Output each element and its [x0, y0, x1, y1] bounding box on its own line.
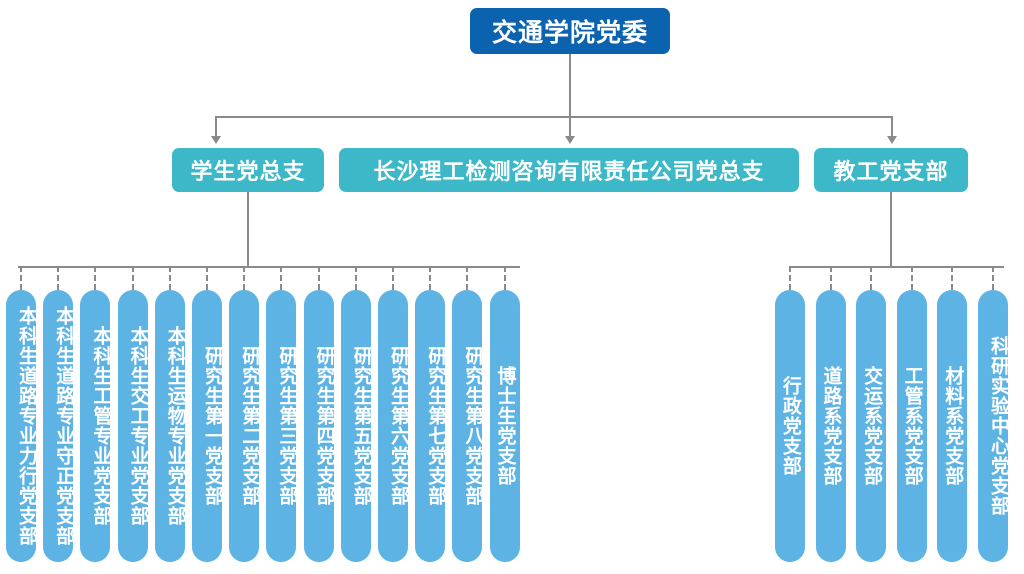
- leaf-student-12[interactable]: 研究生第八党支部: [452, 290, 483, 562]
- connector-drop-company-branch: [569, 116, 571, 138]
- leaf-label: 研究生第一党支部: [202, 346, 222, 506]
- leaf-faculty-5[interactable]: 科研实验中心党支部: [978, 290, 1008, 562]
- connector-dashed-student-6: [243, 266, 246, 290]
- connector-dashed-student-12: [466, 266, 469, 290]
- leaf-faculty-2[interactable]: 交运系党支部: [856, 290, 887, 562]
- connector-student-stem: [247, 192, 249, 267]
- connector-drop-student-branch: [215, 116, 217, 138]
- leaf-student-8[interactable]: 研究生第四党支部: [303, 290, 334, 562]
- leaf-label: 本科生运物专业党支部: [164, 326, 185, 526]
- leaf-label: 科研实验中心党支部: [988, 336, 1008, 516]
- leaf-student-11[interactable]: 研究生第七党支部: [415, 290, 446, 562]
- arrow-student-branch: [211, 136, 221, 144]
- leaf-faculty-3[interactable]: 工管系党支部: [896, 290, 927, 562]
- leaf-label: 本科生工管专业党支部: [90, 326, 111, 526]
- leaf-student-1[interactable]: 本科生道路专业守正党支部: [43, 290, 74, 562]
- leaf-label: 研究生第四党支部: [313, 346, 334, 506]
- leaf-label: 道路系党支部: [820, 366, 842, 486]
- connector-dashed-student-10: [392, 266, 394, 290]
- connector-dashed-faculty-5: [992, 266, 994, 290]
- connector-dashed-student-9: [354, 266, 357, 290]
- connector-dashed-student-4: [168, 266, 171, 290]
- leaf-student-7[interactable]: 研究生第三党支部: [266, 290, 297, 562]
- connector-dashed-faculty-2: [870, 266, 873, 290]
- leaf-label: 行政党支部: [779, 376, 801, 476]
- connector-dashed-student-1: [57, 266, 60, 290]
- node-student-party-branch[interactable]: 学生党总支: [172, 148, 324, 192]
- leaf-student-2[interactable]: 本科生工管专业党支部: [80, 290, 111, 562]
- connector-dashed-student-13: [503, 266, 506, 290]
- connector-dashed-faculty-1: [829, 266, 832, 290]
- node-root-party-committee[interactable]: 交通学院党委: [470, 8, 670, 54]
- connector-dashed-student-7: [280, 266, 283, 290]
- connector-level2-bus: [215, 116, 892, 118]
- leaf-label: 工管系党支部: [901, 366, 923, 486]
- connector-faculty-bus: [790, 266, 1004, 268]
- leaf-student-10[interactable]: 研究生第六党支部: [378, 290, 408, 562]
- leaf-label: 研究生第六党支部: [388, 346, 408, 506]
- node-faculty-party-branch-label: 教工党支部: [833, 159, 949, 184]
- leaf-student-5[interactable]: 研究生第一党支部: [192, 290, 222, 562]
- leaf-faculty-4[interactable]: 材料系党支部: [937, 290, 968, 562]
- connector-dashed-student-5: [206, 266, 208, 290]
- leaf-student-6[interactable]: 研究生第二党支部: [229, 290, 260, 562]
- connector-student-bus: [18, 266, 520, 268]
- leaf-label: 研究生第二党支部: [239, 346, 260, 506]
- leaf-label: 研究生第五党支部: [350, 346, 371, 506]
- node-company-party-branch-label: 长沙理工检测咨询有限责任公司党总支: [373, 159, 765, 184]
- connector-dashed-student-3: [131, 266, 134, 290]
- connector-dashed-student-8: [317, 266, 320, 290]
- leaf-student-9[interactable]: 研究生第五党支部: [340, 290, 371, 562]
- leaf-faculty-1[interactable]: 道路系党支部: [815, 290, 846, 562]
- leaf-label: 本科生交工专业党支部: [127, 326, 148, 526]
- leaf-label: 本科生道路专业力行党支部: [16, 306, 36, 546]
- leaf-faculty-0[interactable]: 行政党支部: [775, 290, 805, 562]
- leaf-label: 材料系党支部: [942, 366, 964, 486]
- connector-dashed-faculty-4: [951, 266, 954, 290]
- arrow-faculty-branch: [887, 136, 897, 144]
- node-faculty-party-branch[interactable]: 教工党支部: [814, 148, 968, 192]
- leaf-student-3[interactable]: 本科生交工专业党支部: [117, 290, 148, 562]
- connector-dashed-student-0: [20, 266, 22, 290]
- connector-dashed-student-2: [94, 266, 97, 290]
- leaf-label: 交运系党支部: [861, 366, 883, 486]
- connector-dashed-student-11: [429, 266, 432, 290]
- connector-dashed-faculty-3: [910, 266, 913, 290]
- node-student-party-branch-label: 学生党总支: [190, 159, 306, 184]
- connector-dashed-faculty-0: [789, 266, 791, 290]
- leaf-label: 博士生党支部: [494, 366, 516, 486]
- leaf-student-4[interactable]: 本科生运物专业党支部: [154, 290, 185, 562]
- leaf-student-13[interactable]: 博士生党支部: [489, 290, 520, 562]
- node-company-party-branch[interactable]: 长沙理工检测咨询有限责任公司党总支: [339, 148, 799, 192]
- leaf-student-0[interactable]: 本科生道路专业力行党支部: [6, 290, 36, 562]
- leaf-label: 本科生道路专业守正党支部: [53, 306, 74, 546]
- arrow-company-branch: [565, 136, 575, 144]
- connector-faculty-stem: [890, 192, 892, 267]
- node-root-label: 交通学院党委: [491, 19, 648, 47]
- connector-root-stem: [569, 54, 571, 117]
- leaf-label: 研究生第七党支部: [425, 346, 446, 506]
- leaf-label: 研究生第三党支部: [276, 346, 297, 506]
- connector-drop-faculty-branch: [891, 116, 893, 138]
- leaf-label: 研究生第八党支部: [462, 346, 483, 506]
